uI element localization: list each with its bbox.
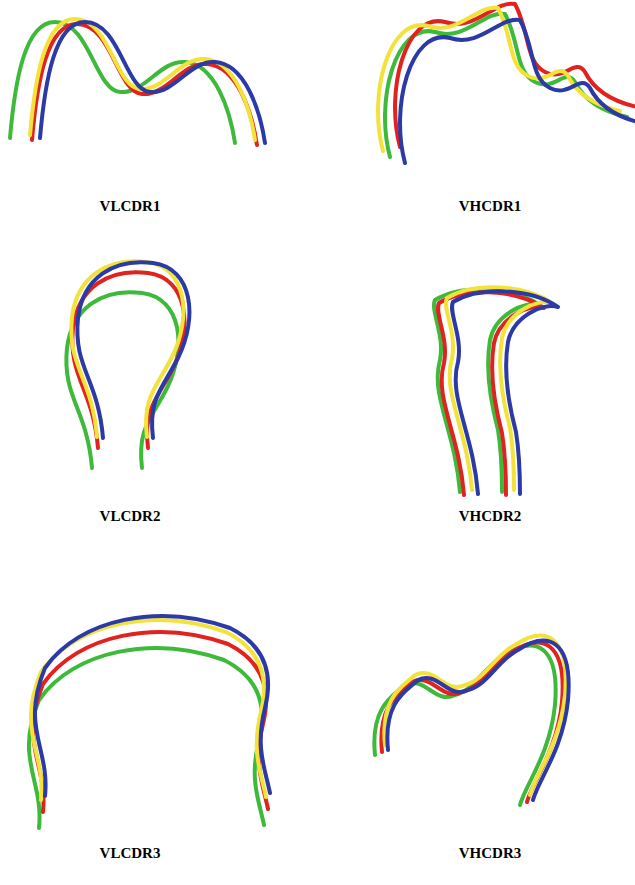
cdr-loop (378, 4, 635, 163)
cdr-loop (374, 636, 568, 805)
backbone-trace (374, 646, 555, 805)
backbone-trace (387, 641, 568, 800)
backbone-trace (77, 262, 189, 438)
backbone-trace (400, 20, 635, 163)
panel-label: VHCDR2 (459, 508, 522, 525)
panel-label: VHCDR1 (459, 198, 522, 215)
backbone-trace (40, 22, 265, 143)
backbone-trace (33, 632, 268, 812)
panel-label: VLCDR1 (100, 198, 161, 215)
backbone-trace (452, 291, 558, 494)
backbone-trace (29, 648, 264, 828)
panel-label: VLCDR3 (100, 845, 161, 862)
backbone-trace (72, 272, 184, 448)
backbone-trace (378, 8, 620, 151)
backbone-trace (32, 24, 257, 145)
backbone-trace (10, 22, 235, 143)
cdr-loop (66, 261, 189, 468)
panel-label: VHCDR3 (459, 845, 522, 862)
cdr-loop (10, 19, 265, 145)
panel-label: VLCDR2 (100, 508, 161, 525)
backbone-trace (446, 287, 552, 490)
backbone-trace (35, 616, 270, 796)
cdr-loop (434, 287, 558, 495)
cdr-loop (29, 616, 270, 828)
backbone-trace (384, 636, 565, 795)
